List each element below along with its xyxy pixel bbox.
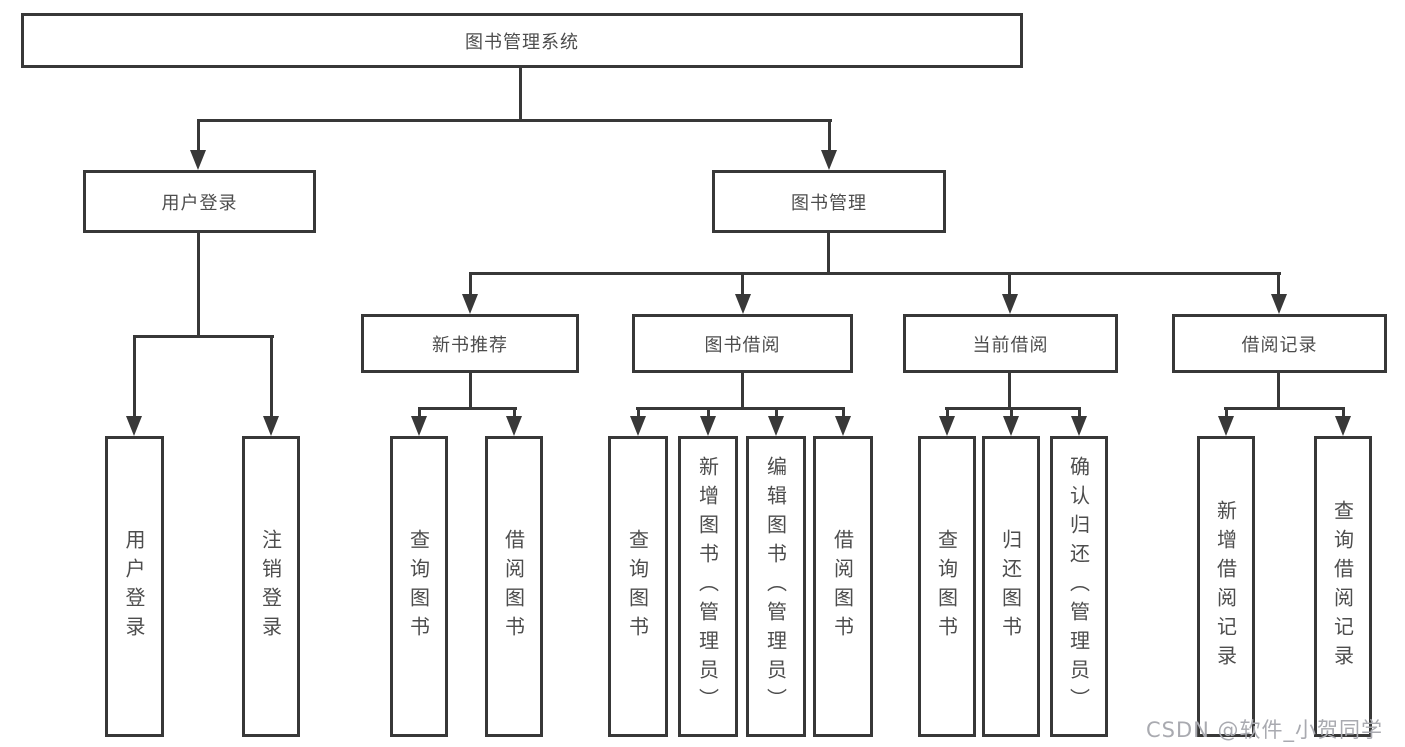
arrowhead-down-icon xyxy=(768,416,784,436)
connector-line xyxy=(1008,272,1011,302)
leaf-borrow-book: 借阅图书 xyxy=(485,436,543,737)
node-book-borrow: 图书借阅 xyxy=(632,314,853,373)
arrowhead-down-icon xyxy=(700,416,716,436)
arrowhead-down-icon xyxy=(1002,294,1018,314)
connector-line xyxy=(741,272,744,302)
arrowhead-down-icon xyxy=(735,294,751,314)
arrowhead-down-icon xyxy=(1071,416,1087,436)
node-book-management: 图书管理 xyxy=(712,170,946,233)
connector-line xyxy=(945,407,1081,410)
connector-line xyxy=(827,233,830,272)
node-borrow-record: 借阅记录 xyxy=(1172,314,1387,373)
connector-line xyxy=(741,373,744,408)
csdn-watermark: CSDN @软件_小贺同学 xyxy=(1146,718,1384,742)
arrowhead-down-icon xyxy=(411,416,427,436)
arrowhead-down-icon xyxy=(126,416,142,436)
arrowhead-down-icon xyxy=(462,294,478,314)
connector-line xyxy=(1277,272,1280,302)
connector-line xyxy=(133,335,136,423)
node-root-library-system: 图书管理系统 xyxy=(21,13,1023,68)
connector-line xyxy=(469,272,472,302)
leaf-user-login: 用户登录 xyxy=(105,436,164,737)
node-user-login: 用户登录 xyxy=(83,170,316,233)
leaf-edit-book-admin: 编辑图书（管理员） xyxy=(746,436,806,737)
arrowhead-down-icon xyxy=(190,150,206,170)
connector-line xyxy=(469,272,1281,275)
connector-line xyxy=(197,119,200,159)
connector-line xyxy=(197,119,832,122)
arrowhead-down-icon xyxy=(630,416,646,436)
arrowhead-down-icon xyxy=(506,416,522,436)
node-current-borrow: 当前借阅 xyxy=(903,314,1118,373)
arrowhead-down-icon xyxy=(1218,416,1234,436)
connector-line xyxy=(1008,373,1011,408)
connector-line xyxy=(469,373,472,408)
connector-line xyxy=(828,119,831,159)
connector-line xyxy=(1277,373,1280,408)
arrowhead-down-icon xyxy=(263,416,279,436)
connector-line xyxy=(636,407,845,410)
arrowhead-down-icon xyxy=(1335,416,1351,436)
connector-line xyxy=(133,335,274,338)
connector-line xyxy=(519,68,522,120)
connector-line xyxy=(270,335,273,423)
arrowhead-down-icon xyxy=(939,416,955,436)
leaf-add-book-admin: 新增图书（管理员） xyxy=(678,436,738,737)
arrowhead-down-icon xyxy=(1003,416,1019,436)
leaf-query-book: 查询图书 xyxy=(390,436,448,737)
connector-line xyxy=(418,407,517,410)
arrowhead-down-icon xyxy=(835,416,851,436)
leaf-confirm-return-admin: 确认归还（管理员） xyxy=(1050,436,1108,737)
leaf-return-book: 归还图书 xyxy=(982,436,1040,737)
leaf-query-book: 查询图书 xyxy=(918,436,976,737)
leaf-add-borrow-record: 新增借阅记录 xyxy=(1197,436,1255,737)
leaf-borrow-book: 借阅图书 xyxy=(813,436,873,737)
leaf-query-borrow-record: 查询借阅记录 xyxy=(1314,436,1372,737)
connector-line xyxy=(1224,407,1345,410)
leaf-query-book: 查询图书 xyxy=(608,436,668,737)
arrowhead-down-icon xyxy=(821,150,837,170)
arrowhead-down-icon xyxy=(1271,294,1287,314)
leaf-logout: 注销登录 xyxy=(242,436,300,737)
connector-line xyxy=(197,233,200,335)
node-new-book-recommend: 新书推荐 xyxy=(361,314,579,373)
